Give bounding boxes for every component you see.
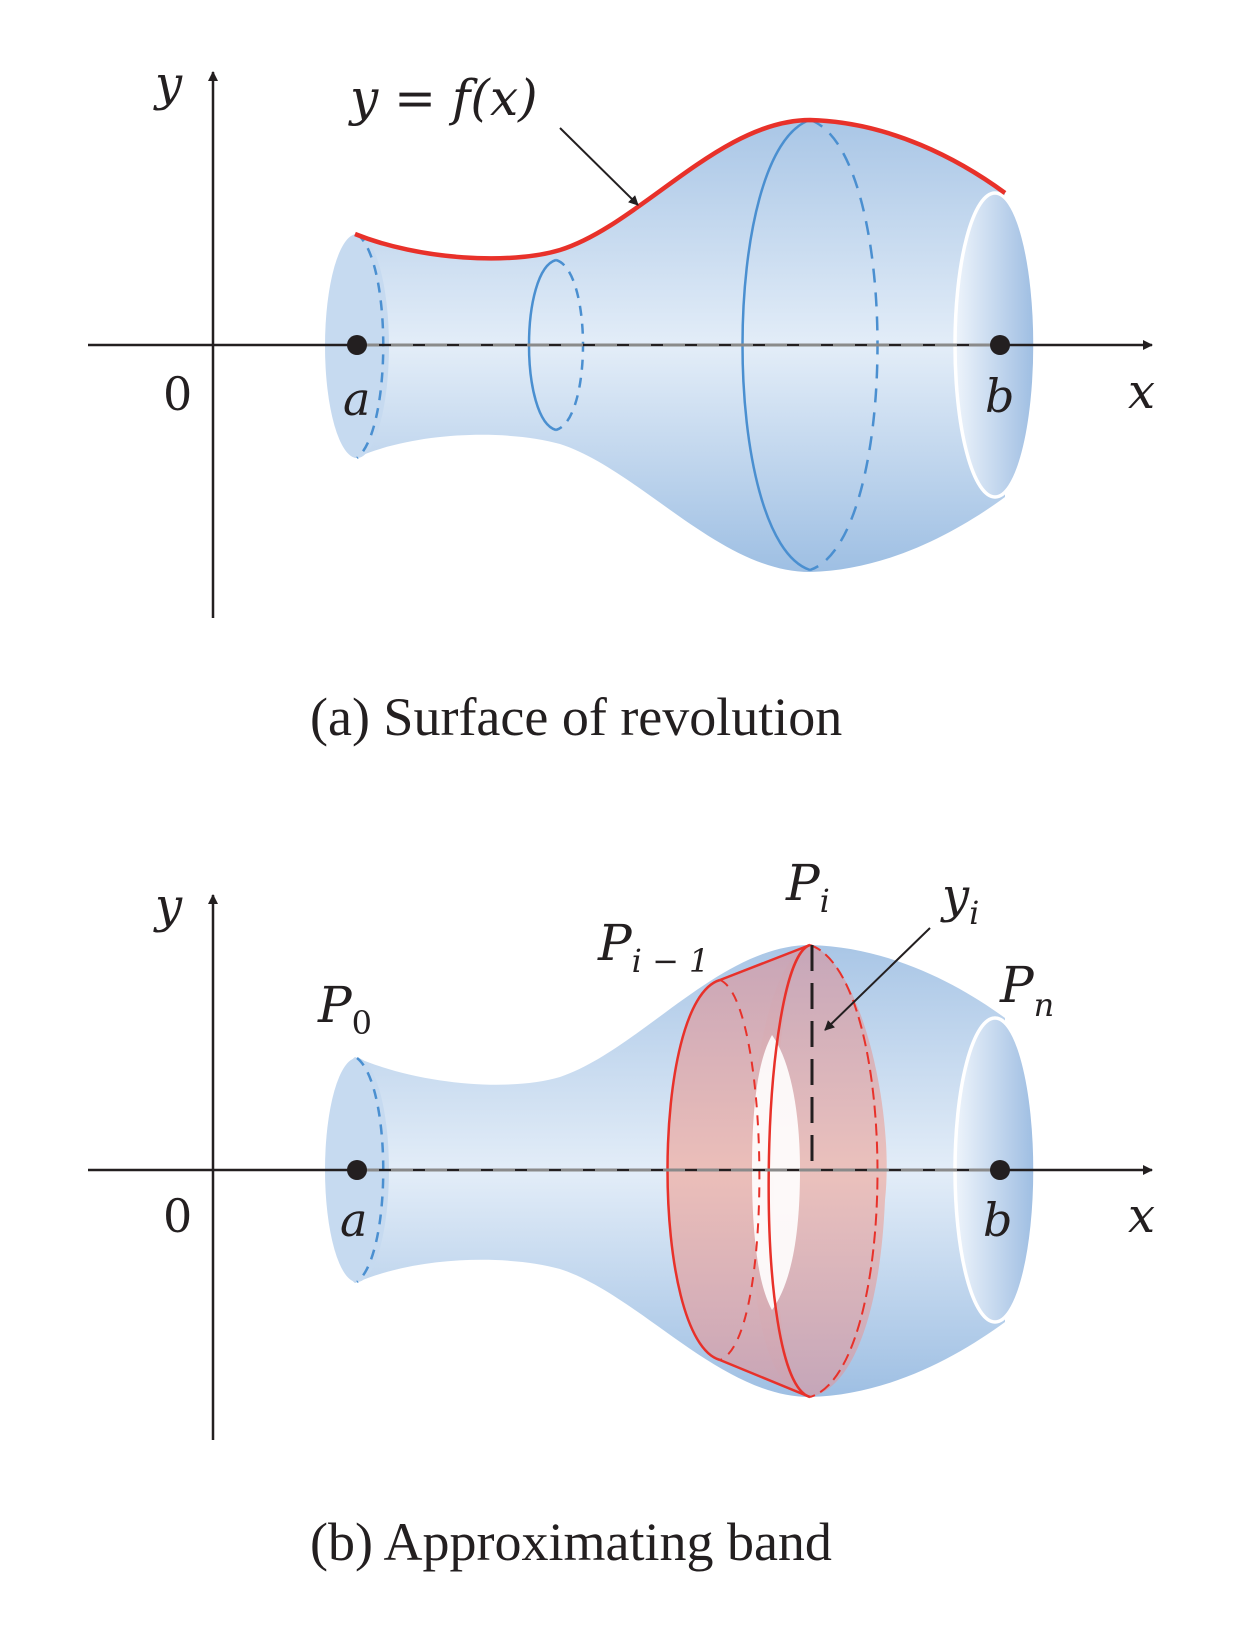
band-front-ring-hidden bbox=[809, 944, 879, 1398]
panel-a: y x 0 a b y = f(x) (a) Surface of revolu… bbox=[88, 56, 1155, 747]
x-axis-label-b: x bbox=[1128, 1188, 1155, 1244]
curve-label: y = f(x) bbox=[348, 69, 538, 127]
label-p0: P0 bbox=[317, 976, 372, 1042]
y-axis-label-a: y bbox=[153, 56, 183, 112]
point-b-label-b: b bbox=[983, 1193, 1012, 1247]
caption-b: (b) Approximating band bbox=[310, 1512, 832, 1572]
curve-label-arrow bbox=[559, 127, 639, 206]
yi-label-arrow bbox=[824, 927, 931, 1031]
band-top-edge bbox=[719, 943, 811, 982]
y-axis-label-b: y bbox=[153, 878, 183, 934]
point-a-dot-b bbox=[347, 1160, 367, 1180]
point-a-dot bbox=[347, 335, 367, 355]
label-pi-minus-1: Pi − 1 bbox=[597, 914, 709, 980]
point-a-label: a bbox=[343, 372, 370, 426]
band-bottom-edge bbox=[719, 1358, 811, 1399]
label-pi: Pi bbox=[785, 854, 830, 920]
point-b-dot bbox=[990, 335, 1010, 355]
label-pn: Pn bbox=[999, 956, 1054, 1024]
curve-y-f-x bbox=[354, 117, 1007, 261]
point-b-label: b bbox=[985, 369, 1014, 423]
panel-b: y x 0 a b P0 Pi − 1 Pi yi Pn (b) Approxi… bbox=[88, 854, 1155, 1572]
x-axis-label-a: x bbox=[1128, 364, 1155, 420]
caption-a: (a) Surface of revolution bbox=[310, 687, 842, 747]
point-a-label-b: a bbox=[340, 1193, 367, 1247]
origin-label-b: 0 bbox=[163, 1189, 192, 1243]
band-inner-opening bbox=[752, 1035, 800, 1310]
origin-label-a: 0 bbox=[163, 367, 192, 421]
point-b-dot-b bbox=[990, 1160, 1010, 1180]
label-yi: yi bbox=[940, 868, 979, 932]
